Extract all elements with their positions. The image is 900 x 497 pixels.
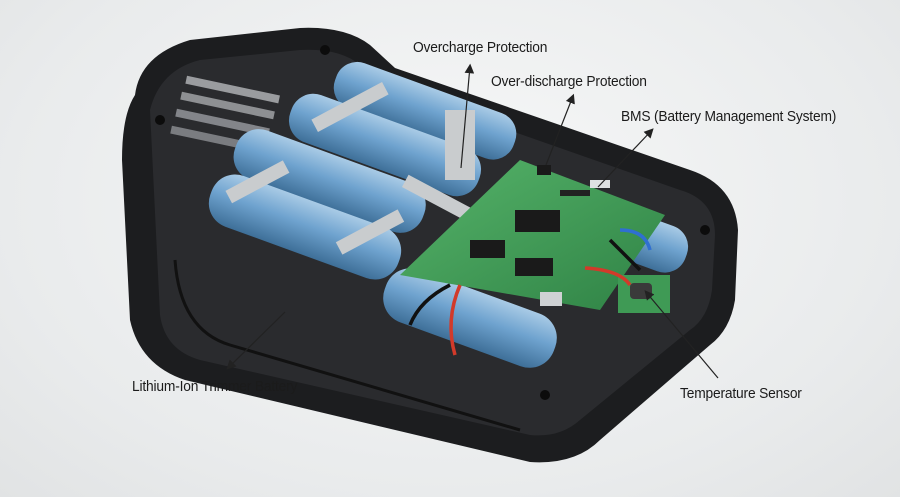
label-lithium-ion-battery: Lithium-Ion Trimmer Battery	[132, 378, 298, 395]
label-bms: BMS (Battery Management System)	[621, 108, 837, 125]
label-temperature-sensor: Temperature Sensor	[680, 385, 802, 402]
battery-terminals	[170, 75, 280, 154]
arrow-battery	[226, 311, 286, 370]
label-overdischarge-protection: Over-discharge Protection	[491, 73, 647, 90]
label-overcharge-protection: Overcharge Protection	[413, 39, 548, 56]
arrow-temperature	[644, 290, 719, 379]
bms-circuit-board	[400, 160, 665, 310]
arrow-overdischarge	[545, 93, 575, 166]
arrow-overcharge	[460, 63, 475, 169]
annotation-arrows	[226, 63, 719, 379]
arrow-bms	[597, 128, 654, 188]
wires	[408, 228, 652, 356]
